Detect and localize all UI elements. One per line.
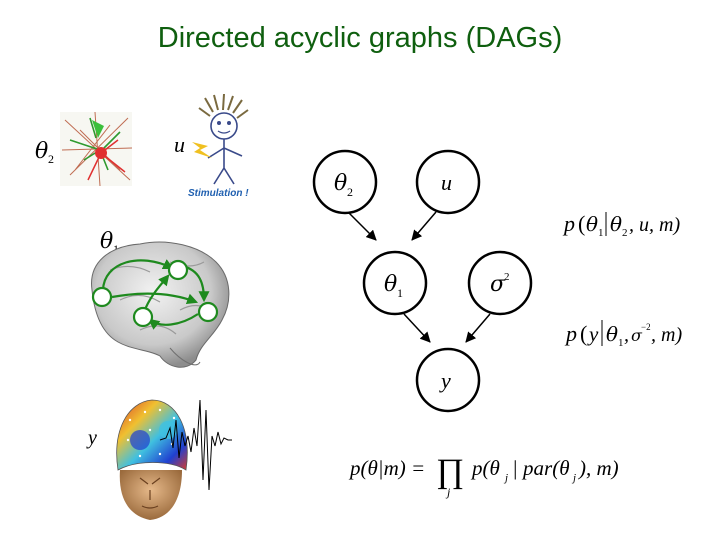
brain-illustration (91, 241, 230, 368)
node-theta1: θ 1 (362, 250, 428, 316)
svg-text:θ: θ (384, 272, 397, 297)
svg-text:| par(θ: | par(θ (512, 456, 570, 480)
neuron-theta-sub: 2 (48, 152, 54, 166)
node-u: u (415, 149, 481, 215)
eeg-head-illustration (116, 399, 188, 520)
svg-text:(: ( (578, 211, 585, 236)
edge-sigma-y (465, 313, 491, 343)
neuron-illustration (60, 111, 133, 187)
svg-text:2: 2 (504, 271, 510, 283)
svg-text:θ: θ (606, 322, 618, 346)
svg-text:(: ( (580, 321, 587, 346)
svg-text:, u, m): , u, m) (629, 214, 680, 236)
svg-text:1: 1 (618, 337, 624, 349)
neuron-theta-label: θ (35, 139, 48, 164)
node-y: y (415, 347, 481, 413)
stick-u-label: u (174, 132, 185, 157)
slide-title: Directed acyclic graphs (DAGs) (157, 22, 563, 54)
svg-text:), m): ), m) (578, 456, 619, 480)
svg-text:p: p (562, 211, 575, 236)
svg-text:2: 2 (347, 185, 353, 199)
svg-text:1: 1 (598, 227, 604, 239)
eeg-y-label: y (86, 427, 97, 449)
svg-text:∏: ∏ (436, 453, 464, 490)
formula-p-y: p ( y θ 1 , σ −2 , m) (564, 320, 682, 349)
svg-text:y: y (587, 322, 599, 346)
svg-text:θ: θ (334, 171, 347, 196)
node-sigma: σ 2 (467, 250, 533, 316)
svg-text:u: u (441, 170, 452, 195)
brain-theta-label: θ (100, 229, 113, 254)
stick-figure-illustration: Stimulation ! (188, 93, 249, 199)
svg-text:,: , (624, 324, 629, 346)
edge-theta1-y (403, 313, 431, 343)
edge-u-theta1 (411, 211, 437, 241)
svg-text:θ: θ (586, 212, 598, 236)
stick-caption: Stimulation ! (188, 188, 249, 199)
svg-text:j: j (571, 472, 576, 484)
eeg-trace (159, 399, 232, 491)
formula-p-theta1: p ( θ 1 θ 2 , u, m) (562, 211, 680, 239)
svg-text:−2: −2 (641, 322, 651, 332)
dag-graph: θ 2 u θ 1 σ 2 y (312, 149, 533, 413)
svg-text:2: 2 (622, 227, 628, 239)
svg-text:p(θ|m) =: p(θ|m) = (348, 456, 425, 480)
svg-text:j: j (445, 485, 451, 499)
formula-joint: p(θ|m) = ∏ j p(θ j | par(θ j ), m) (348, 453, 619, 499)
svg-text:1: 1 (397, 286, 403, 300)
node-theta2: θ 2 (312, 149, 378, 215)
svg-text:σ: σ (490, 272, 506, 297)
svg-text:y: y (439, 368, 451, 393)
svg-text:p: p (564, 321, 577, 346)
edge-theta2-theta1 (347, 211, 377, 241)
svg-text:σ: σ (631, 326, 643, 345)
svg-text:θ: θ (610, 212, 622, 236)
svg-text:j: j (503, 472, 508, 484)
svg-text:, m): , m) (651, 324, 682, 346)
svg-text:p(θ: p(θ (470, 456, 500, 480)
